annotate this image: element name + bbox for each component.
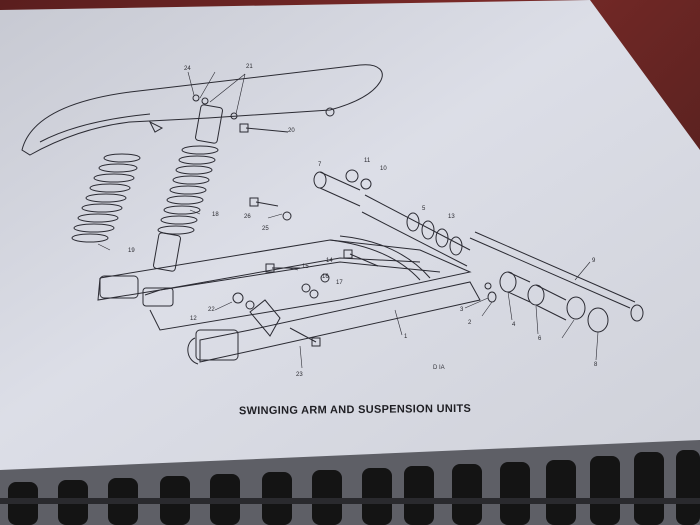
part-label-21: 21 — [246, 64, 253, 70]
part-label-18: 18 — [212, 212, 219, 218]
bushes — [313, 169, 609, 333]
part-label-22: 22 — [208, 307, 215, 313]
bolts — [148, 94, 379, 347]
part-label-23: 23 — [296, 372, 303, 378]
part-label-4: 4 — [512, 322, 516, 328]
part-label-24: 24 — [184, 66, 191, 72]
part-label-14: 14 — [326, 258, 333, 264]
spiral-binding — [0, 450, 700, 525]
part-label-8: 8 — [594, 362, 598, 368]
part-label-12: 12 — [190, 316, 197, 322]
part-label-5: 5 — [422, 206, 426, 212]
swinging-arm — [97, 235, 481, 365]
part-label-16: 16 — [322, 274, 329, 280]
part-label-11: 11 — [364, 158, 371, 164]
part-label-7: 7 — [318, 162, 322, 168]
part-label-17: 17 — [336, 280, 343, 286]
paper-sheet — [0, 0, 700, 470]
pivot-spindle — [469, 231, 644, 322]
part-label-3: 3 — [460, 307, 464, 313]
part-label-26: 26 — [244, 214, 251, 220]
chain-guard — [21, 64, 383, 156]
leader-lines — [97, 71, 599, 369]
figure-reference: D IA — [433, 365, 445, 371]
part-label-19: 19 — [128, 248, 135, 254]
spring-coil — [71, 153, 141, 243]
part-label-1: 1 — [404, 334, 408, 340]
part-label-6: 6 — [538, 336, 542, 342]
part-label-15: 15 — [302, 264, 309, 270]
shock-absorber — [153, 104, 223, 272]
part-label-20: 20 — [288, 128, 295, 134]
part-label-9: 9 — [592, 258, 596, 264]
part-label-13: 13 — [448, 214, 455, 220]
line-drawing — [21, 64, 644, 369]
part-label-10: 10 — [380, 166, 387, 172]
part-label-25: 25 — [262, 226, 269, 232]
part-label-2: 2 — [468, 320, 472, 326]
